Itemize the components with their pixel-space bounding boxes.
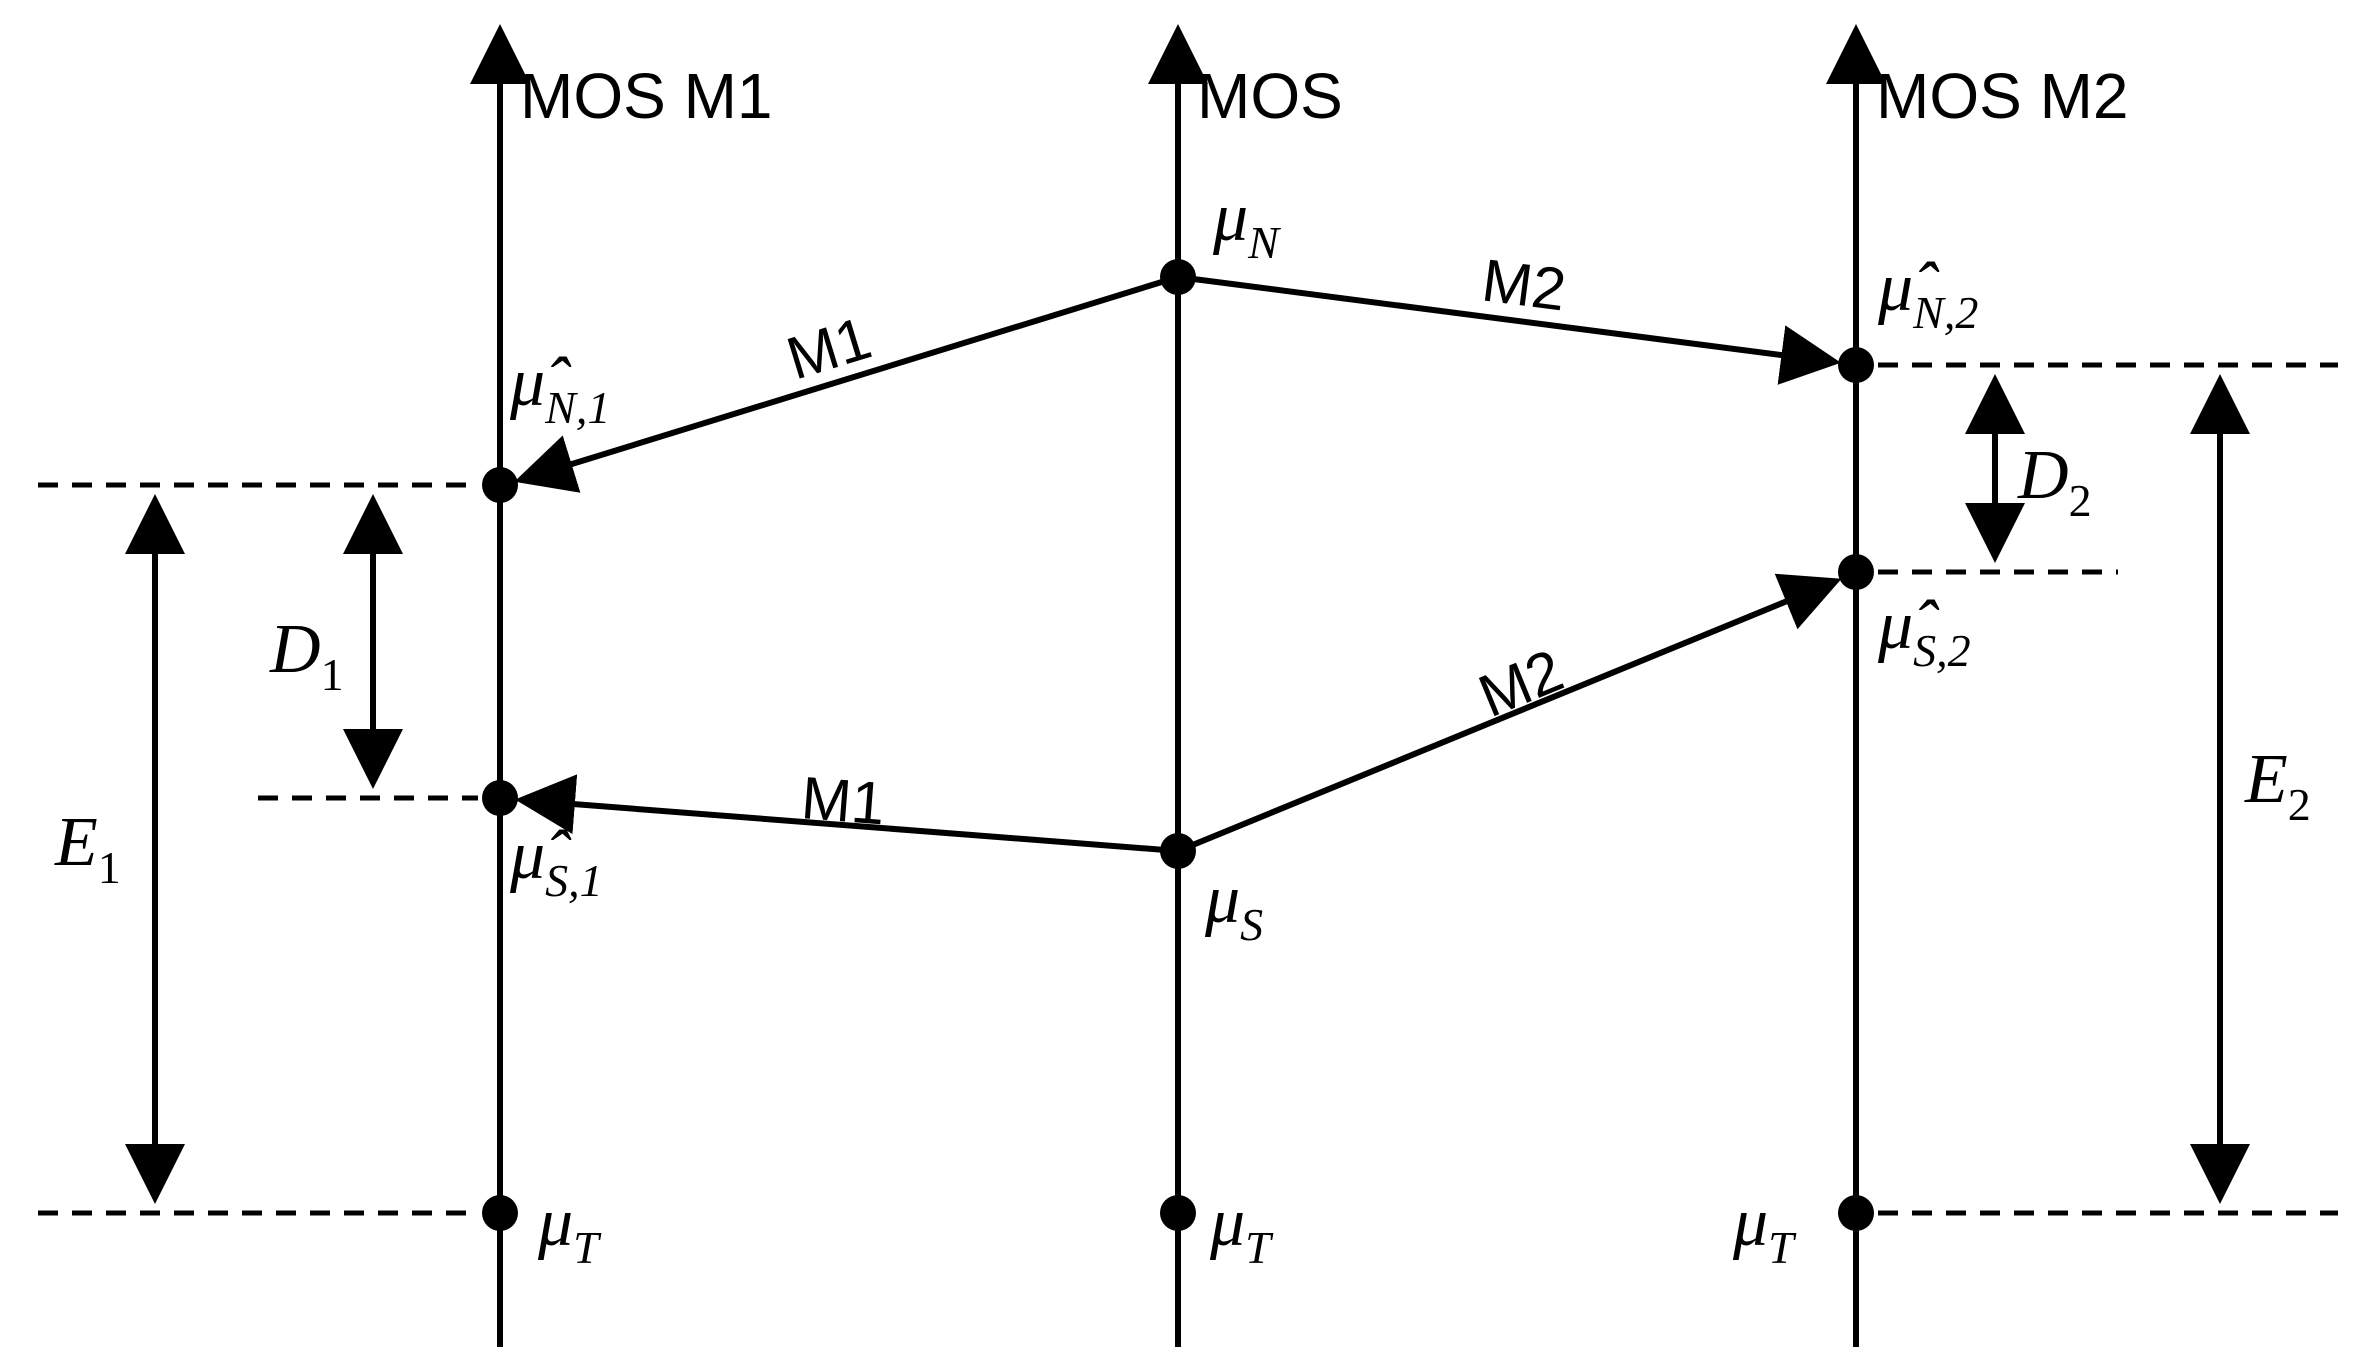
label-mu-t-center: μT	[1209, 1184, 1274, 1273]
label-mu-t-left: μT	[537, 1184, 602, 1273]
label-m1-bottom: M1	[799, 764, 887, 837]
point-mu-n	[1160, 259, 1196, 295]
point-muhat-n2	[1838, 347, 1874, 383]
label-d1-sub: 1	[321, 649, 344, 700]
arrow-m1-bottom	[515, 774, 1179, 854]
label-d1-base: D	[269, 611, 321, 688]
label-d2-sub: 2	[2069, 475, 2092, 526]
point-mu-s	[1160, 833, 1196, 869]
label-mu-s-sub: S	[1240, 899, 1263, 950]
label-muhat-n1: μ̂N,1	[509, 344, 610, 433]
point-mu-t-left	[482, 1195, 518, 1231]
label-mu-t-left-base: μ	[537, 1184, 573, 1261]
axis-right-title: MOS M2	[1876, 60, 2128, 132]
point-muhat-n1	[482, 467, 518, 503]
point-muhat-s1	[482, 780, 518, 816]
label-muhat-s1: μ̂S,1	[509, 817, 603, 906]
label-d1: D1	[269, 611, 344, 700]
arrow-m2-bottom	[1176, 573, 1842, 854]
label-e2-sub: 2	[2288, 779, 2311, 830]
arrow-m1-top	[514, 274, 1179, 493]
label-mu-t-center-base: μ	[1209, 1184, 1245, 1261]
label-d2-base: D	[2017, 437, 2069, 514]
label-mu-t-right-base: μ	[1732, 1184, 1768, 1261]
label-mu-t-center-sub: T	[1245, 1222, 1274, 1273]
label-m2-top: M2	[1478, 246, 1569, 323]
label-muhat-s2: μ̂S,2	[1877, 587, 1971, 676]
label-muhat-s1-sub: S,1	[545, 855, 603, 906]
point-muhat-s2	[1838, 554, 1874, 590]
point-mu-t-right	[1838, 1195, 1874, 1231]
arrow-m2-top	[1177, 274, 1841, 385]
label-e2-base: E	[2244, 741, 2288, 818]
label-mu-s-base: μ	[1204, 861, 1240, 938]
label-mu-n-sub: N	[1247, 217, 1281, 268]
label-mu-n-base: μ	[1212, 179, 1248, 256]
axis-left-title: MOS M1	[520, 60, 772, 132]
label-mu-s: μS	[1204, 861, 1263, 950]
label-d2: D2	[2017, 437, 2092, 526]
label-muhat-n1-sub: N,1	[544, 382, 610, 433]
point-mu-t-center	[1160, 1195, 1196, 1231]
label-m2-bottom: M2	[1470, 636, 1573, 730]
label-e2: E2	[2244, 741, 2311, 830]
label-e1-base: E	[54, 804, 98, 881]
label-mu-t-right: μT	[1732, 1184, 1797, 1273]
label-m1-top: M1	[779, 304, 878, 392]
label-muhat-n2: μ̂N,2	[1877, 249, 1978, 338]
axis-center-title: MOS	[1197, 60, 1343, 132]
label-mu-t-left-sub: T	[573, 1222, 602, 1273]
label-mu-n: μN	[1212, 179, 1281, 268]
label-e1-sub: 1	[98, 842, 121, 893]
label-muhat-s2-sub: S,2	[1913, 625, 1971, 676]
label-muhat-n2-sub: N,2	[1912, 287, 1978, 338]
label-mu-t-right-sub: T	[1768, 1222, 1797, 1273]
label-e1: E1	[54, 804, 121, 893]
